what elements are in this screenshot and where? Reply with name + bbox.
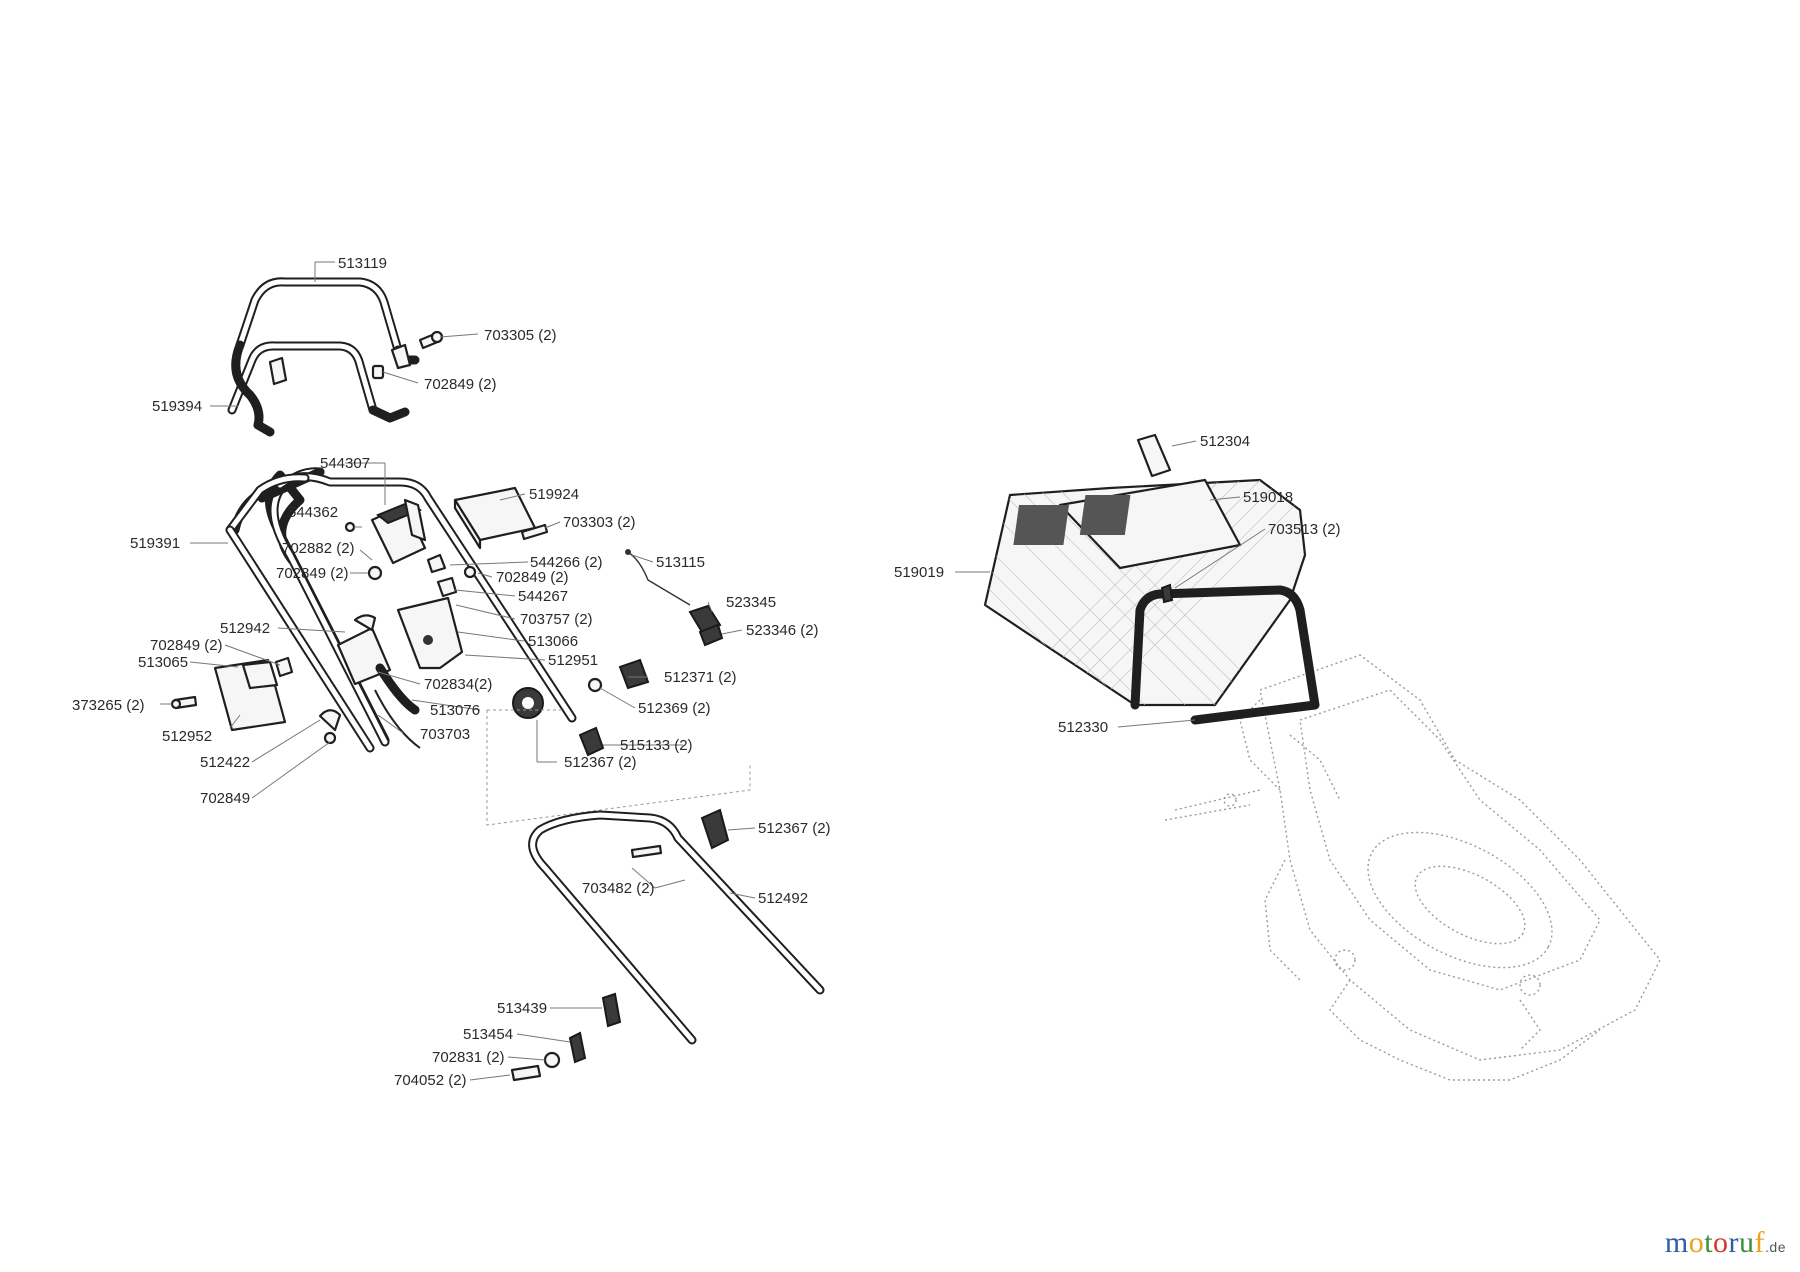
mower-deck-outline — [1164, 654, 1661, 1081]
part-label-523346: 523346 (2) — [746, 622, 819, 639]
site-watermark: motoruf.de — [1665, 1226, 1786, 1260]
bolt-704052 — [510, 1064, 542, 1082]
part-label-702849: 702849 (2) — [496, 569, 569, 586]
knob-512367-lower — [700, 808, 730, 850]
handle-512330 — [1130, 585, 1320, 725]
guide-frame — [486, 709, 751, 826]
part-label-512942: 512942 — [220, 620, 270, 637]
part-label-512367: 512367 (2) — [564, 754, 637, 771]
part-label-703757: 703757 (2) — [520, 611, 593, 628]
leader-lines — [160, 261, 1266, 1081]
part-label-512367: 512367 (2) — [758, 820, 831, 837]
cable-513076 — [374, 689, 421, 749]
part-label-512330: 512330 — [1058, 719, 1108, 736]
part-label-512492: 512492 — [758, 890, 808, 907]
clamp-513439 — [601, 992, 622, 1028]
part-label-544266: 544266 (2) — [530, 554, 603, 571]
part-label-704052: 704052 (2) — [394, 1072, 467, 1089]
part-label-519018: 519018 — [1243, 489, 1293, 506]
part-label-513119: 513119 — [338, 255, 387, 272]
part-label-512369: 512369 (2) — [638, 700, 711, 717]
watermark-letter: o — [1688, 1226, 1705, 1259]
watermark-letter: u — [1739, 1226, 1755, 1259]
part-label-512371: 512371 (2) — [664, 669, 737, 686]
nut-702849-left — [274, 656, 294, 678]
washer-512369 — [587, 677, 603, 693]
height-knob-512367 — [512, 687, 544, 719]
clamp-513454 — [568, 1031, 587, 1064]
switch-box-544307 — [370, 498, 427, 565]
cover-512952 — [213, 658, 287, 732]
part-label-513076: 513076 — [430, 702, 480, 719]
part-label-513454: 513454 — [463, 1026, 513, 1043]
bolt-703305 — [418, 330, 444, 350]
lever-512942 — [336, 614, 420, 715]
brackets-544266 — [426, 553, 458, 598]
screw-373265 — [170, 695, 198, 710]
part-label-703703: 703703 — [420, 726, 470, 743]
part-label-513065: 513065 — [138, 654, 188, 671]
box-lid-519018 — [1013, 478, 1242, 570]
part-label-512952: 512952 — [162, 728, 212, 745]
adjuster-523346 — [698, 623, 724, 647]
part-label-519391: 519391 — [130, 535, 180, 552]
part-label-512951: 512951 — [548, 652, 598, 669]
lower-handle-512492 — [528, 810, 825, 1045]
main-handle-519391 — [225, 467, 577, 753]
part-label-702849: 702849 (2) — [276, 565, 349, 582]
part-label-702849: 702849 — [200, 790, 250, 807]
bolt-703482 — [630, 844, 663, 859]
part-label-702831: 702831 (2) — [432, 1049, 505, 1066]
nut-702849-top — [371, 364, 385, 380]
part-label-519019: 519019 — [894, 564, 944, 581]
part-label-373265: 373265 (2) — [72, 697, 145, 714]
part-label-544362: 544362 — [288, 504, 338, 521]
part-label-512304: 512304 — [1200, 433, 1250, 450]
part-labels: 513119 703305 (2) 702849 (2) 519394 5443… — [72, 255, 1341, 1089]
watermark-letter: r — [1728, 1226, 1740, 1259]
part-label-703303: 703303 (2) — [563, 514, 636, 531]
part-label-523345: 523345 — [726, 594, 776, 611]
cable-513115 — [625, 549, 691, 606]
watermark-letter: m — [1664, 1226, 1689, 1259]
part-label-703482: 703482 (2) — [582, 880, 655, 897]
part-label-519924: 519924 — [529, 486, 579, 503]
watermark-tld: .de — [1765, 1239, 1786, 1255]
washer-702831 — [543, 1051, 561, 1069]
part-label-702849: 702849 (2) — [424, 376, 497, 393]
part-label-519394: 519394 — [152, 398, 202, 415]
nuts-702849-mid — [367, 565, 477, 581]
adjuster-523345 — [688, 604, 722, 634]
clip-512304 — [1136, 433, 1172, 478]
watermark-letter: t — [1704, 1226, 1714, 1259]
part-label-702849: 702849 (2) — [150, 637, 223, 654]
screw-544362 — [344, 521, 362, 533]
screw-703513 — [1160, 583, 1174, 604]
handle-brace-519394 — [227, 340, 412, 437]
part-label-512422: 512422 — [200, 754, 250, 771]
part-label-544307: 544307 — [320, 455, 370, 472]
part-label-513439: 513439 — [497, 1000, 547, 1017]
part-label-513066: 513066 — [528, 633, 578, 650]
part-label-515133: 515133 (2) — [620, 737, 693, 754]
part-label-702834: 702834(2) — [424, 676, 492, 693]
watermark-letter: f — [1754, 1226, 1766, 1259]
part-label-544267: 544267 — [518, 588, 568, 605]
part-label-703305: 703305 (2) — [484, 327, 557, 344]
part-label-513115: 513115 — [656, 554, 705, 571]
spring-515133 — [578, 726, 605, 757]
clip-512422 — [318, 709, 342, 732]
part-label-703513: 703513 (2) — [1268, 521, 1341, 538]
knob-512371 — [618, 658, 650, 690]
housing-513066 — [396, 596, 464, 670]
bolt-703303 — [520, 523, 549, 541]
nut-702849-bottom — [323, 731, 337, 745]
cable-cover-519924 — [453, 486, 537, 550]
watermark-letter: o — [1713, 1226, 1729, 1259]
part-label-702882: 702882 (2) — [282, 540, 355, 557]
